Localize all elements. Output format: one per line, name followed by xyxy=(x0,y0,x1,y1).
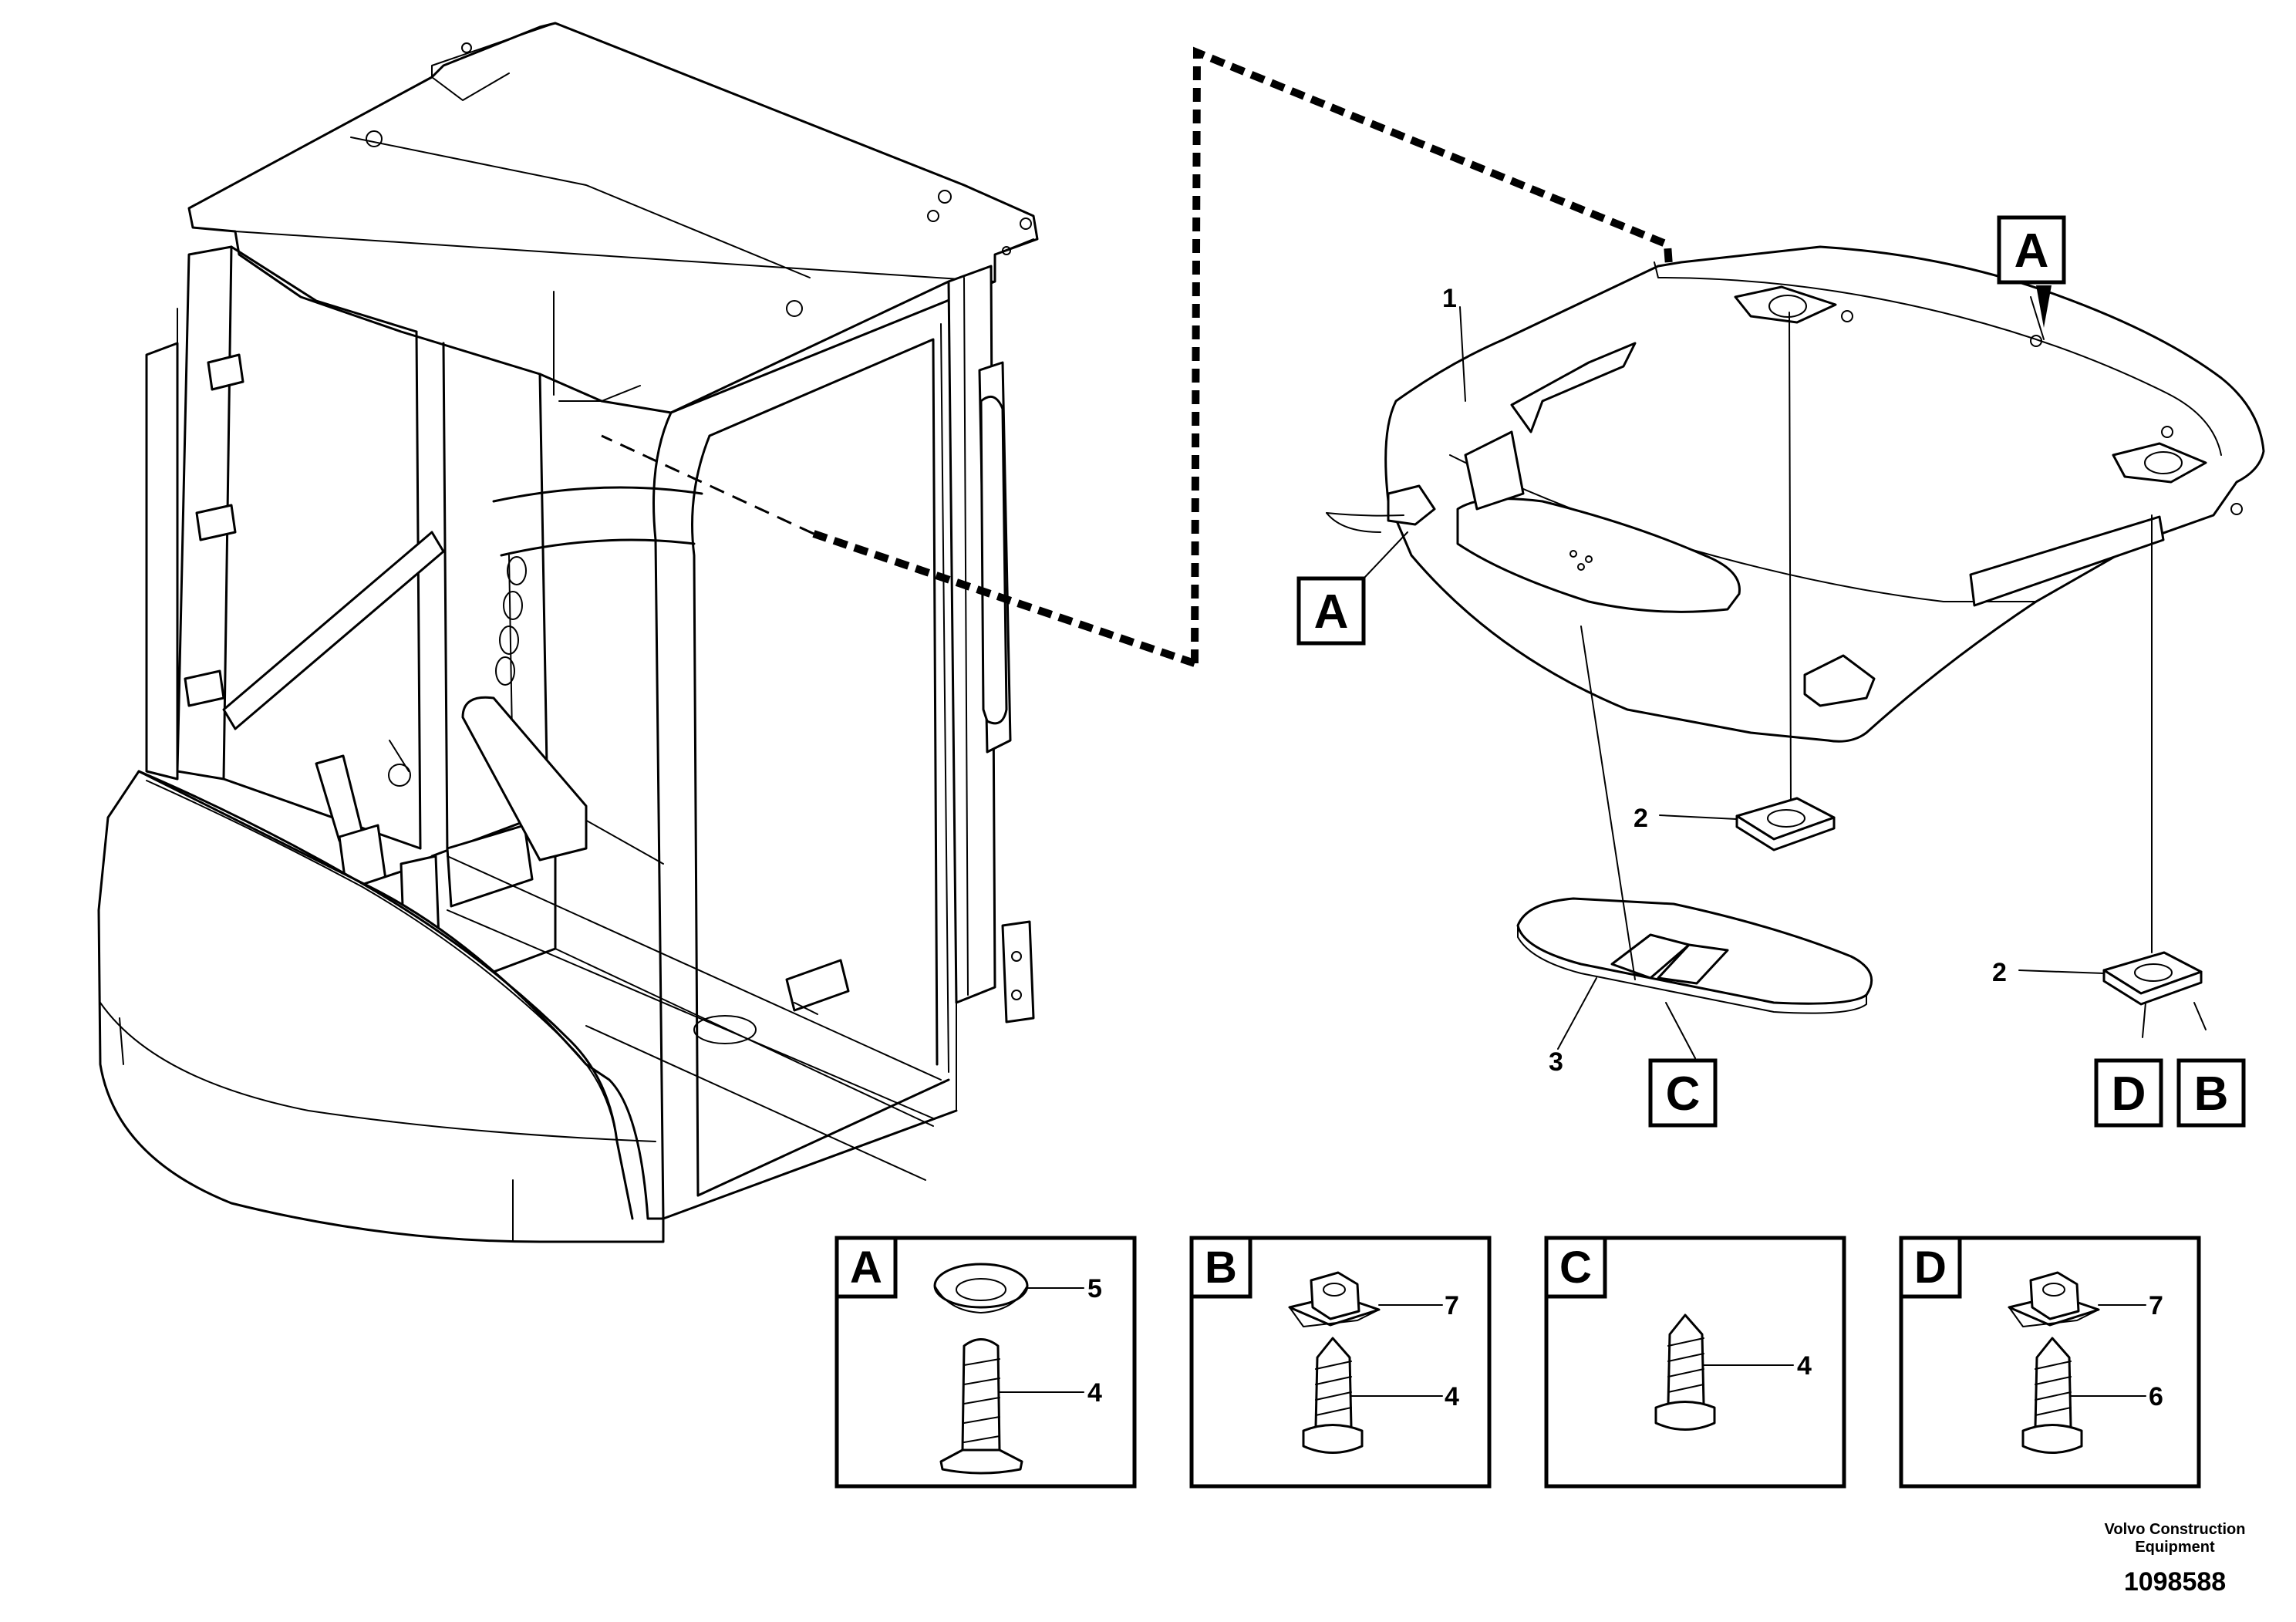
tapping-screw xyxy=(1302,1337,1364,1454)
drawing-number: 1098588 xyxy=(2124,1567,2226,1597)
tapping-screw xyxy=(1654,1313,1716,1431)
spring-nut-clip xyxy=(2008,1271,2100,1327)
detail-b-label-7: 7 xyxy=(1445,1291,1459,1320)
detail-a-label-4: 4 xyxy=(1087,1378,1102,1408)
detail-d-label-6: 6 xyxy=(2149,1382,2163,1411)
svg-text:B: B xyxy=(1205,1243,1237,1293)
detail-b-label-4: 4 xyxy=(1445,1382,1459,1411)
callout-leaders xyxy=(1364,296,2207,1059)
svg-text:D: D xyxy=(1914,1243,1947,1293)
svg-text:B: B xyxy=(2194,1067,2229,1121)
detail-panel-d: D 7 6 xyxy=(1899,1236,2201,1489)
sun-visor xyxy=(1516,626,1873,1014)
ref-box-b: B xyxy=(2176,1058,2246,1128)
spring-nut-clip xyxy=(1288,1271,1381,1327)
detail-panel-a: A 5 4 xyxy=(834,1236,1137,1489)
headliner-panel xyxy=(1326,245,2265,953)
tapping-screw xyxy=(2021,1337,2083,1454)
svg-text:A: A xyxy=(1314,585,1349,639)
mount-pad-upper xyxy=(1735,797,1836,851)
callout-2-upper: 2 xyxy=(1633,804,1648,833)
detail-a-label-5: 5 xyxy=(1087,1274,1102,1303)
cab-drawing xyxy=(97,22,1039,1243)
ref-box-a-left: A xyxy=(1296,576,1366,646)
detail-c-label-4: 4 xyxy=(1797,1351,1812,1381)
callout-2-lower: 2 xyxy=(1992,958,2007,987)
ref-box-a-top: A xyxy=(1997,215,2066,328)
cab-roof xyxy=(187,22,1039,414)
detail-panel-b: B 7 4 xyxy=(1189,1236,1492,1489)
ref-box-c: C xyxy=(1648,1058,1718,1128)
mount-pad-lower xyxy=(2102,951,2203,1006)
callout-3: 3 xyxy=(1549,1047,1563,1077)
flat-head-screw xyxy=(939,1338,1023,1475)
detail-d-label-7: 7 xyxy=(2149,1291,2163,1320)
svg-text:C: C xyxy=(1666,1067,1701,1121)
company-name-line1: Volvo Construction xyxy=(2105,1521,2246,1538)
svg-text:A: A xyxy=(850,1243,882,1293)
svg-text:C: C xyxy=(1559,1243,1592,1293)
ref-box-d: D xyxy=(2094,1058,2163,1128)
callout-1: 1 xyxy=(1442,284,1457,313)
svg-text:D: D xyxy=(2112,1067,2146,1121)
company-name-line2: Equipment xyxy=(2135,1539,2215,1556)
detail-panel-c: C 4 xyxy=(1544,1236,1846,1489)
svg-text:A: A xyxy=(2014,224,2049,278)
cup-washer xyxy=(933,1263,1029,1313)
